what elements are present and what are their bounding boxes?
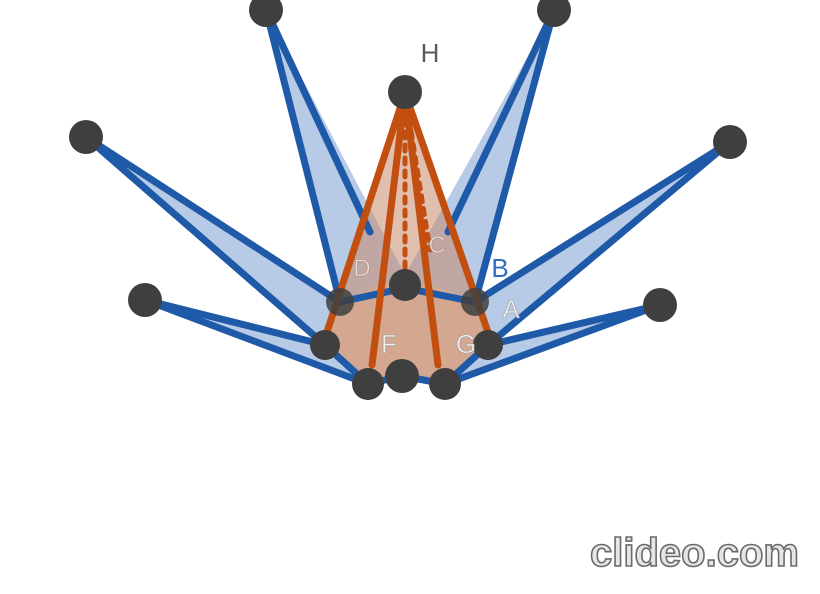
edge-9 [471,138,734,306]
vertex-g [473,330,503,360]
edge-h-front [401,89,442,369]
vertex-bottom-left [352,368,384,400]
vertex-right-low [643,288,677,322]
edge-5 [262,6,344,306]
label-c: C [428,232,445,259]
edge-2 [82,133,344,306]
label-b: B [491,253,508,283]
edge-10 [484,138,734,349]
watermark-text: clideo.com [590,531,799,575]
vertex-left-low [128,283,162,317]
vertex-a [461,288,489,316]
label-g: G [456,329,476,359]
edge-6 [262,6,374,236]
vertex-bottom-right [429,368,461,400]
vertex-top-left [249,0,283,27]
label-a: A [502,294,520,324]
edge-7 [444,6,558,236]
vertex-d [326,288,354,316]
edge-h-f [368,89,409,369]
edge-3 [141,296,372,388]
vertex-far-left [69,120,103,154]
edge-12 [441,301,664,388]
vertex-bottom-mid [385,359,419,393]
vertex-far-right [713,125,747,159]
label-d: D [353,255,370,282]
label-f: F [381,329,397,359]
vertex-left-base [310,330,340,360]
vertex-center [389,269,421,301]
label-h: H [421,38,440,68]
vertex-labels: H B A G F D C [353,38,521,359]
vertices [69,0,747,400]
edge-11 [484,301,664,349]
vertex-top-right [537,0,571,27]
vertex-h [388,75,422,109]
edge-4 [141,296,329,349]
edge-8 [471,6,558,306]
edge-1 [82,133,329,349]
